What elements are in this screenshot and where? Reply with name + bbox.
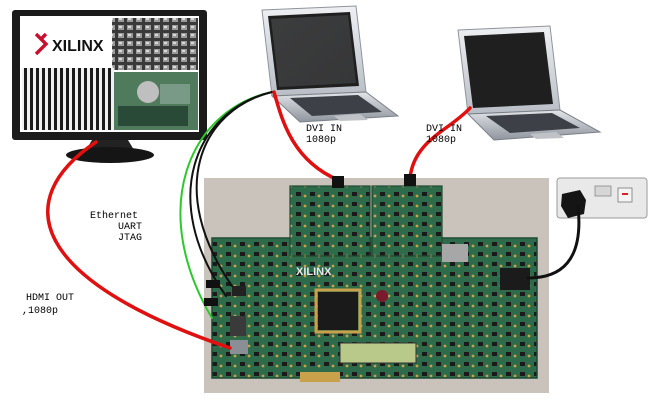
label-ethernet: Ethernet bbox=[90, 211, 139, 222]
lcd-display bbox=[339, 342, 417, 364]
dvi-cable-1 bbox=[272, 90, 340, 182]
board-silk-brand: XILINX bbox=[296, 266, 332, 278]
label-dvi-in-1-res: 1080p bbox=[306, 135, 337, 146]
label-dvi-in-2: DVI IN bbox=[426, 124, 463, 135]
uart-jtag-jacks bbox=[230, 316, 246, 336]
sfp-cage bbox=[442, 244, 468, 262]
dvi-daughter-card-1 bbox=[289, 185, 371, 257]
monitor: XILINX bbox=[12, 10, 207, 163]
wall-socket bbox=[556, 177, 648, 219]
dvi-cable-2 bbox=[408, 106, 472, 180]
thumbnail-grid bbox=[112, 18, 198, 70]
dvi-plug-1 bbox=[332, 176, 344, 188]
label-uart: UART bbox=[118, 222, 143, 233]
ethernet-jack bbox=[232, 286, 246, 296]
laptop-2 bbox=[457, 25, 602, 141]
fpga-board: XILINX bbox=[204, 178, 549, 393]
jtag-cable bbox=[195, 91, 273, 287]
label-dvi-in-2-res: 1080p bbox=[426, 135, 457, 146]
power-jack bbox=[500, 268, 530, 290]
status-led bbox=[376, 290, 388, 302]
laptop-2-keyboard bbox=[486, 113, 580, 133]
label-hdmi-out-res: ,1080p bbox=[22, 306, 59, 317]
laptop-1-keyboard bbox=[290, 95, 382, 116]
xilinx-logo-icon bbox=[34, 32, 49, 56]
cable-plug-jtag bbox=[206, 280, 220, 288]
fpga-heatsink bbox=[318, 292, 358, 330]
monitor-brand: XILINX bbox=[52, 38, 104, 55]
laptop-1 bbox=[261, 5, 400, 123]
test-pattern bbox=[22, 68, 114, 130]
dvi-daughter-card-2 bbox=[371, 185, 443, 257]
cable-plug-uart bbox=[204, 298, 218, 306]
cables bbox=[46, 90, 581, 350]
hdmi-jack bbox=[230, 340, 248, 354]
monitor-stand bbox=[66, 147, 154, 163]
laptop-2-screen bbox=[464, 32, 553, 108]
edge-connector bbox=[300, 372, 340, 382]
power-cable bbox=[526, 204, 581, 280]
label-jtag: JTAG bbox=[118, 233, 143, 244]
dvi-plug-2 bbox=[404, 174, 416, 186]
label-hdmi-out: HDMI OUT bbox=[26, 293, 75, 304]
hdmi-cable bbox=[46, 140, 232, 350]
label-dvi-in-1: DVI IN bbox=[306, 124, 343, 135]
